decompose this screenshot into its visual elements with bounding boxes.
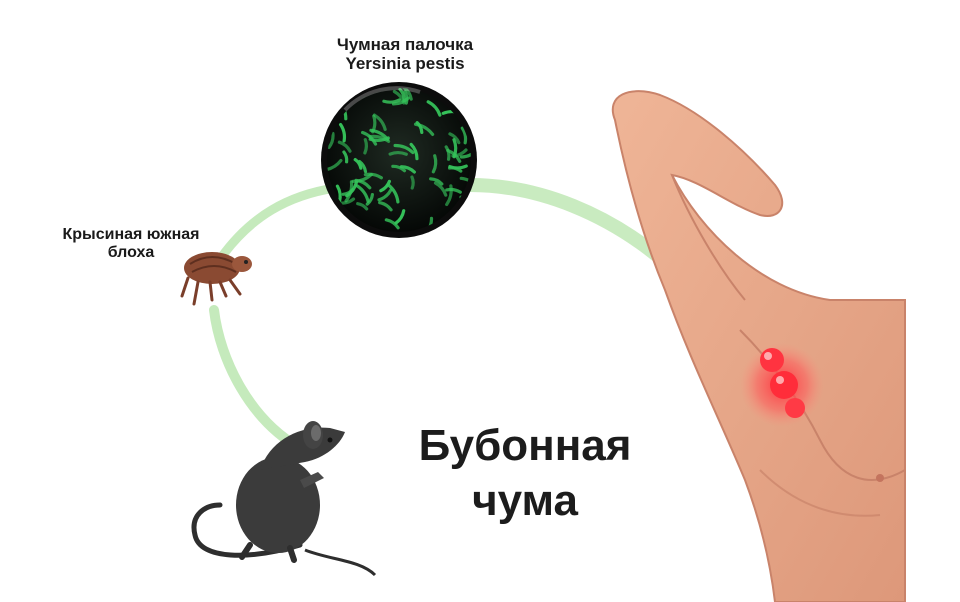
bacterium-rod <box>399 165 416 174</box>
bacterium-rod <box>433 181 448 197</box>
bacterium-rod <box>451 148 468 158</box>
bacterium-rod <box>382 98 401 104</box>
bacterium-rod <box>371 114 377 134</box>
bacteria-label-line1: Чумная палочка <box>336 35 474 54</box>
bacterium-rod <box>327 158 343 172</box>
bacterium-rod <box>403 90 409 105</box>
bacterium-rod <box>386 183 400 204</box>
bacterium-rod <box>388 150 408 156</box>
bacterium-rod <box>398 88 406 103</box>
arc-flea-to-bacteria <box>213 183 340 267</box>
title-line2: чума <box>472 476 578 525</box>
rat-icon <box>191 421 377 577</box>
bacterium-rod <box>353 158 363 170</box>
flea-label-line2: блоха <box>107 243 155 261</box>
bacterium-rod <box>372 113 387 132</box>
bacterium-rod <box>429 177 444 186</box>
bacterium-rod <box>349 88 357 97</box>
flea-label: Крысиная южная блоха <box>36 226 226 261</box>
bacterium-rod <box>459 149 471 159</box>
bacterium-rod <box>339 122 347 143</box>
bacterium-rod <box>360 130 378 146</box>
bacterium-rod <box>460 126 468 145</box>
bacterium-rod <box>391 164 407 173</box>
bacterium-rod <box>377 188 393 202</box>
bacterium-rod <box>444 145 451 161</box>
bacterium-rod <box>448 132 461 145</box>
bacterium-rod <box>447 166 463 173</box>
bacterium-rod <box>409 142 419 161</box>
bacteria-lens <box>321 82 477 238</box>
bacterium-rod <box>363 138 369 155</box>
bacterium-rod <box>379 179 391 193</box>
bacterium-rod <box>456 214 471 226</box>
bacteria-label-line2: Yersinia pestis <box>345 53 465 73</box>
bacterium-rod <box>415 121 424 134</box>
page-title: Бубонная чума <box>400 418 650 528</box>
bacterium-rod <box>445 187 462 194</box>
bacterium-rod <box>368 136 390 143</box>
bacterium-rod <box>410 175 415 190</box>
bacterium-rod <box>393 143 415 155</box>
bacterium-rod <box>327 131 335 149</box>
bacterium-rod <box>365 193 374 206</box>
bacterium-rod <box>426 100 442 117</box>
bacterium-rod <box>344 180 354 203</box>
bacterium-rod <box>431 154 438 174</box>
bacterium-rod <box>342 150 349 164</box>
bacterium-rod <box>394 209 406 225</box>
bacterium-rod <box>338 88 347 107</box>
arc-rat-to-flea <box>209 305 305 453</box>
human-armpit-illustration <box>611 90 906 602</box>
bacterium-rod <box>339 197 356 205</box>
bacterium-rod <box>355 184 370 204</box>
bacterium-rod <box>334 94 349 105</box>
bacterium-rod <box>378 201 393 212</box>
arc-bacteria-to-human <box>463 178 672 269</box>
flea-label-line1: Крысиная южная <box>62 226 200 243</box>
bacterium-rod <box>335 184 342 204</box>
transmission-arcs <box>209 178 672 453</box>
bacterium-rod <box>356 202 369 211</box>
flea-icon <box>180 252 252 306</box>
bacteria-label: Чумная палочка Yersinia pestis <box>300 35 510 73</box>
bacterium-rod <box>402 88 413 101</box>
bacterium-rod <box>337 140 352 153</box>
bubo-swelling <box>740 343 824 427</box>
bacterium-rod <box>384 218 400 230</box>
bacterium-rod <box>445 184 453 207</box>
bacterium-rod <box>363 172 383 180</box>
bacterium-rod <box>358 160 368 174</box>
title-line1: Бубонная <box>418 421 632 470</box>
